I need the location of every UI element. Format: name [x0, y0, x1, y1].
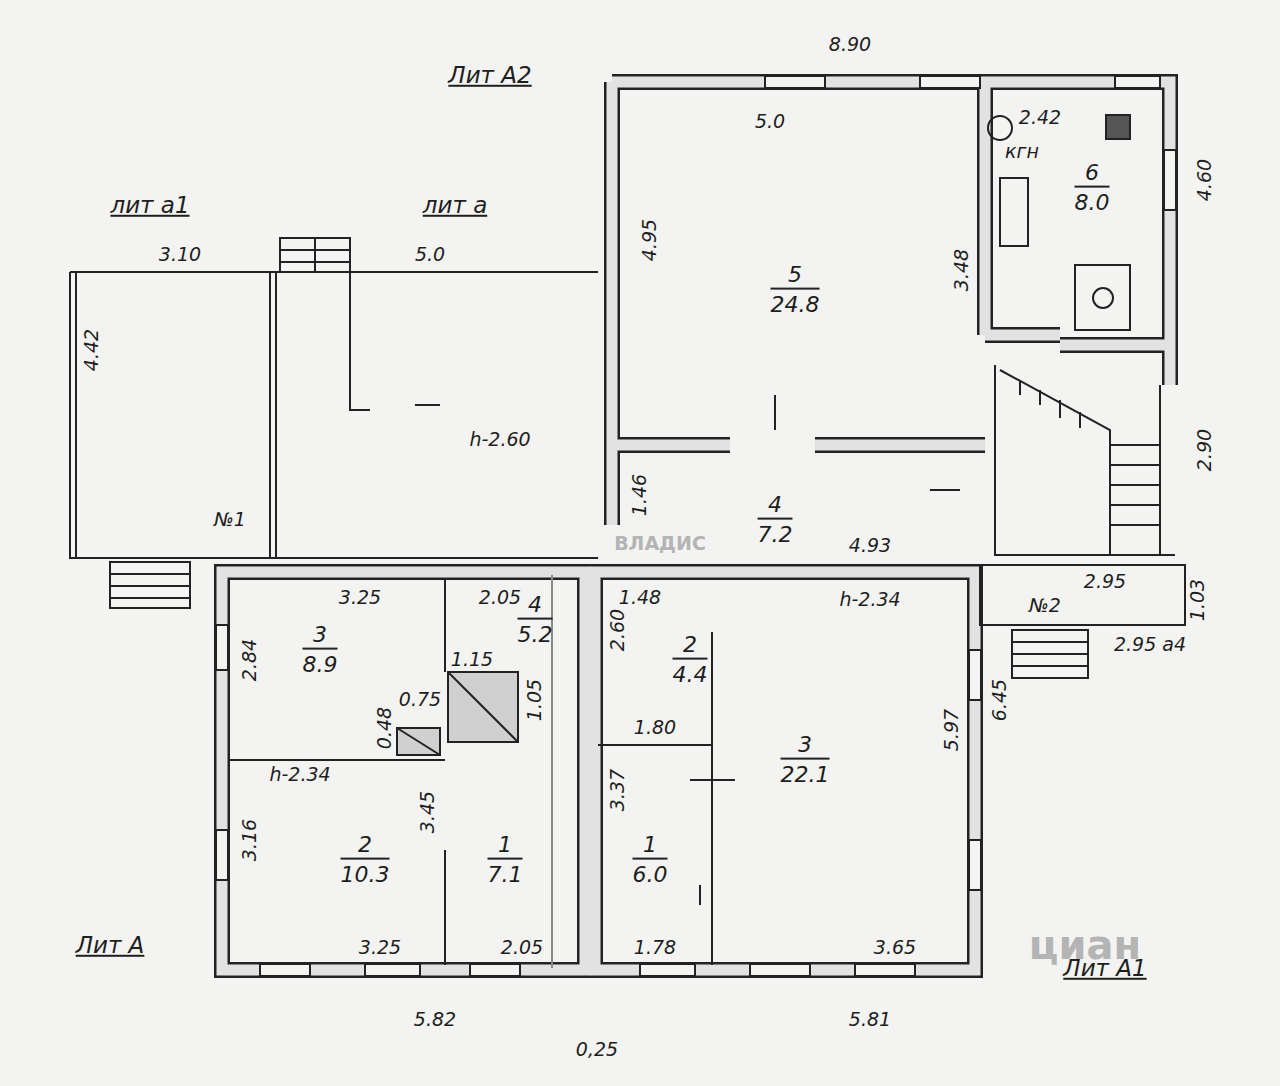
- watermark: циан: [1029, 922, 1141, 968]
- dimension-label: 0,25: [576, 1039, 618, 1061]
- block-name: лит а1: [110, 192, 189, 218]
- room-label: 24.4: [673, 632, 708, 689]
- dimension-label: 4.95: [639, 219, 661, 261]
- room-number: 3: [781, 732, 830, 760]
- room-number: 4: [758, 492, 793, 520]
- room-number: 1: [488, 832, 523, 860]
- dimension-label: 3.10: [159, 244, 201, 266]
- room-label: 210.3: [341, 832, 390, 889]
- room-area: 6.0: [633, 862, 668, 888]
- room-number: 5: [771, 262, 820, 290]
- dimension-label: 2.95 а4: [1114, 634, 1186, 656]
- dimension-label: 1.05: [524, 679, 546, 721]
- dimension-label: 1.15: [451, 649, 493, 671]
- dimension-label: №1: [214, 509, 246, 531]
- room-label: 47.2: [758, 492, 793, 549]
- room-label: 45.2: [518, 592, 553, 649]
- dimension-label: 2.95: [1084, 571, 1126, 593]
- dimension-label: 3.37: [607, 769, 629, 811]
- dimension-label: кгн: [1005, 141, 1039, 163]
- room-area: 7.2: [758, 522, 793, 548]
- dimension-label: 3.25: [339, 587, 381, 609]
- dimension-label: 3.48: [951, 249, 973, 291]
- room-number: 2: [341, 832, 390, 860]
- dimension-label: 5.97: [941, 709, 963, 751]
- dimension-label: 3.65: [874, 937, 916, 959]
- block-name: лит а: [423, 192, 487, 218]
- room-area: 24.8: [771, 292, 820, 318]
- dimension-label: 1.78: [634, 937, 676, 959]
- dimension-label: 1.48: [619, 587, 661, 609]
- windows: [216, 76, 1176, 976]
- room-label: 322.1: [781, 732, 830, 789]
- dimension-label: 2.84: [239, 639, 261, 681]
- room-area: 22.1: [781, 762, 830, 788]
- dimension-label: 5.81: [849, 1009, 891, 1031]
- dimension-label: 5.0: [415, 244, 445, 266]
- dimension-label: 5.0: [755, 111, 785, 133]
- room-label: 17.1: [488, 832, 523, 889]
- dimension-label: h-2.34: [839, 589, 900, 611]
- dimension-label: 2.42: [1019, 107, 1061, 129]
- dimension-label: 1.80: [634, 717, 676, 739]
- dimension-label: 4.60: [1194, 159, 1216, 201]
- room-label: 524.8: [771, 262, 820, 319]
- room-label: 16.0: [633, 832, 668, 889]
- dimension-label: 1.03: [1187, 579, 1209, 621]
- dimension-label: 3.16: [239, 819, 261, 861]
- room-area: 7.1: [488, 862, 523, 888]
- dimension-label: 4.93: [849, 535, 891, 557]
- room-area: 8.9: [303, 652, 338, 678]
- room-number: 4: [518, 592, 553, 620]
- dimension-label: 0.75: [399, 689, 441, 711]
- watermark: ВЛАДИС: [614, 533, 706, 555]
- dimension-label: h-2.34: [269, 764, 330, 786]
- dimension-label: 1.46: [629, 474, 651, 516]
- dimension-label: 0.48: [374, 707, 396, 749]
- dimension-label: 2.90: [1194, 429, 1216, 471]
- room-number: 1: [633, 832, 668, 860]
- dimension-label: 5.82: [414, 1009, 456, 1031]
- thin-lines: [70, 115, 1185, 965]
- room-area: 4.4: [673, 662, 708, 688]
- dimension-label: 2.05: [479, 587, 521, 609]
- dimension-label: 3.45: [417, 791, 439, 833]
- room-area: 8.0: [1075, 190, 1110, 216]
- room-label: 38.9: [303, 622, 338, 679]
- dimension-label: 3.25: [359, 937, 401, 959]
- room-area: 10.3: [341, 862, 390, 888]
- dimension-label: 2.60: [607, 609, 629, 651]
- dimension-label: h-2.60: [469, 429, 530, 451]
- room-area: 5.2: [518, 622, 553, 648]
- dimension-label: 8.90: [829, 34, 871, 56]
- room-label: 68.0: [1075, 160, 1110, 217]
- dimension-label: №2: [1029, 595, 1061, 617]
- dimension-label: 4.42: [81, 329, 103, 371]
- dimension-label: 6.45: [989, 679, 1011, 721]
- block-name: Лит А: [76, 932, 145, 958]
- room-number: 2: [673, 632, 708, 660]
- dimension-label: 2.05: [501, 937, 543, 959]
- room-number: 6: [1075, 160, 1110, 188]
- block-name: Лит А2: [448, 62, 531, 88]
- room-number: 3: [303, 622, 338, 650]
